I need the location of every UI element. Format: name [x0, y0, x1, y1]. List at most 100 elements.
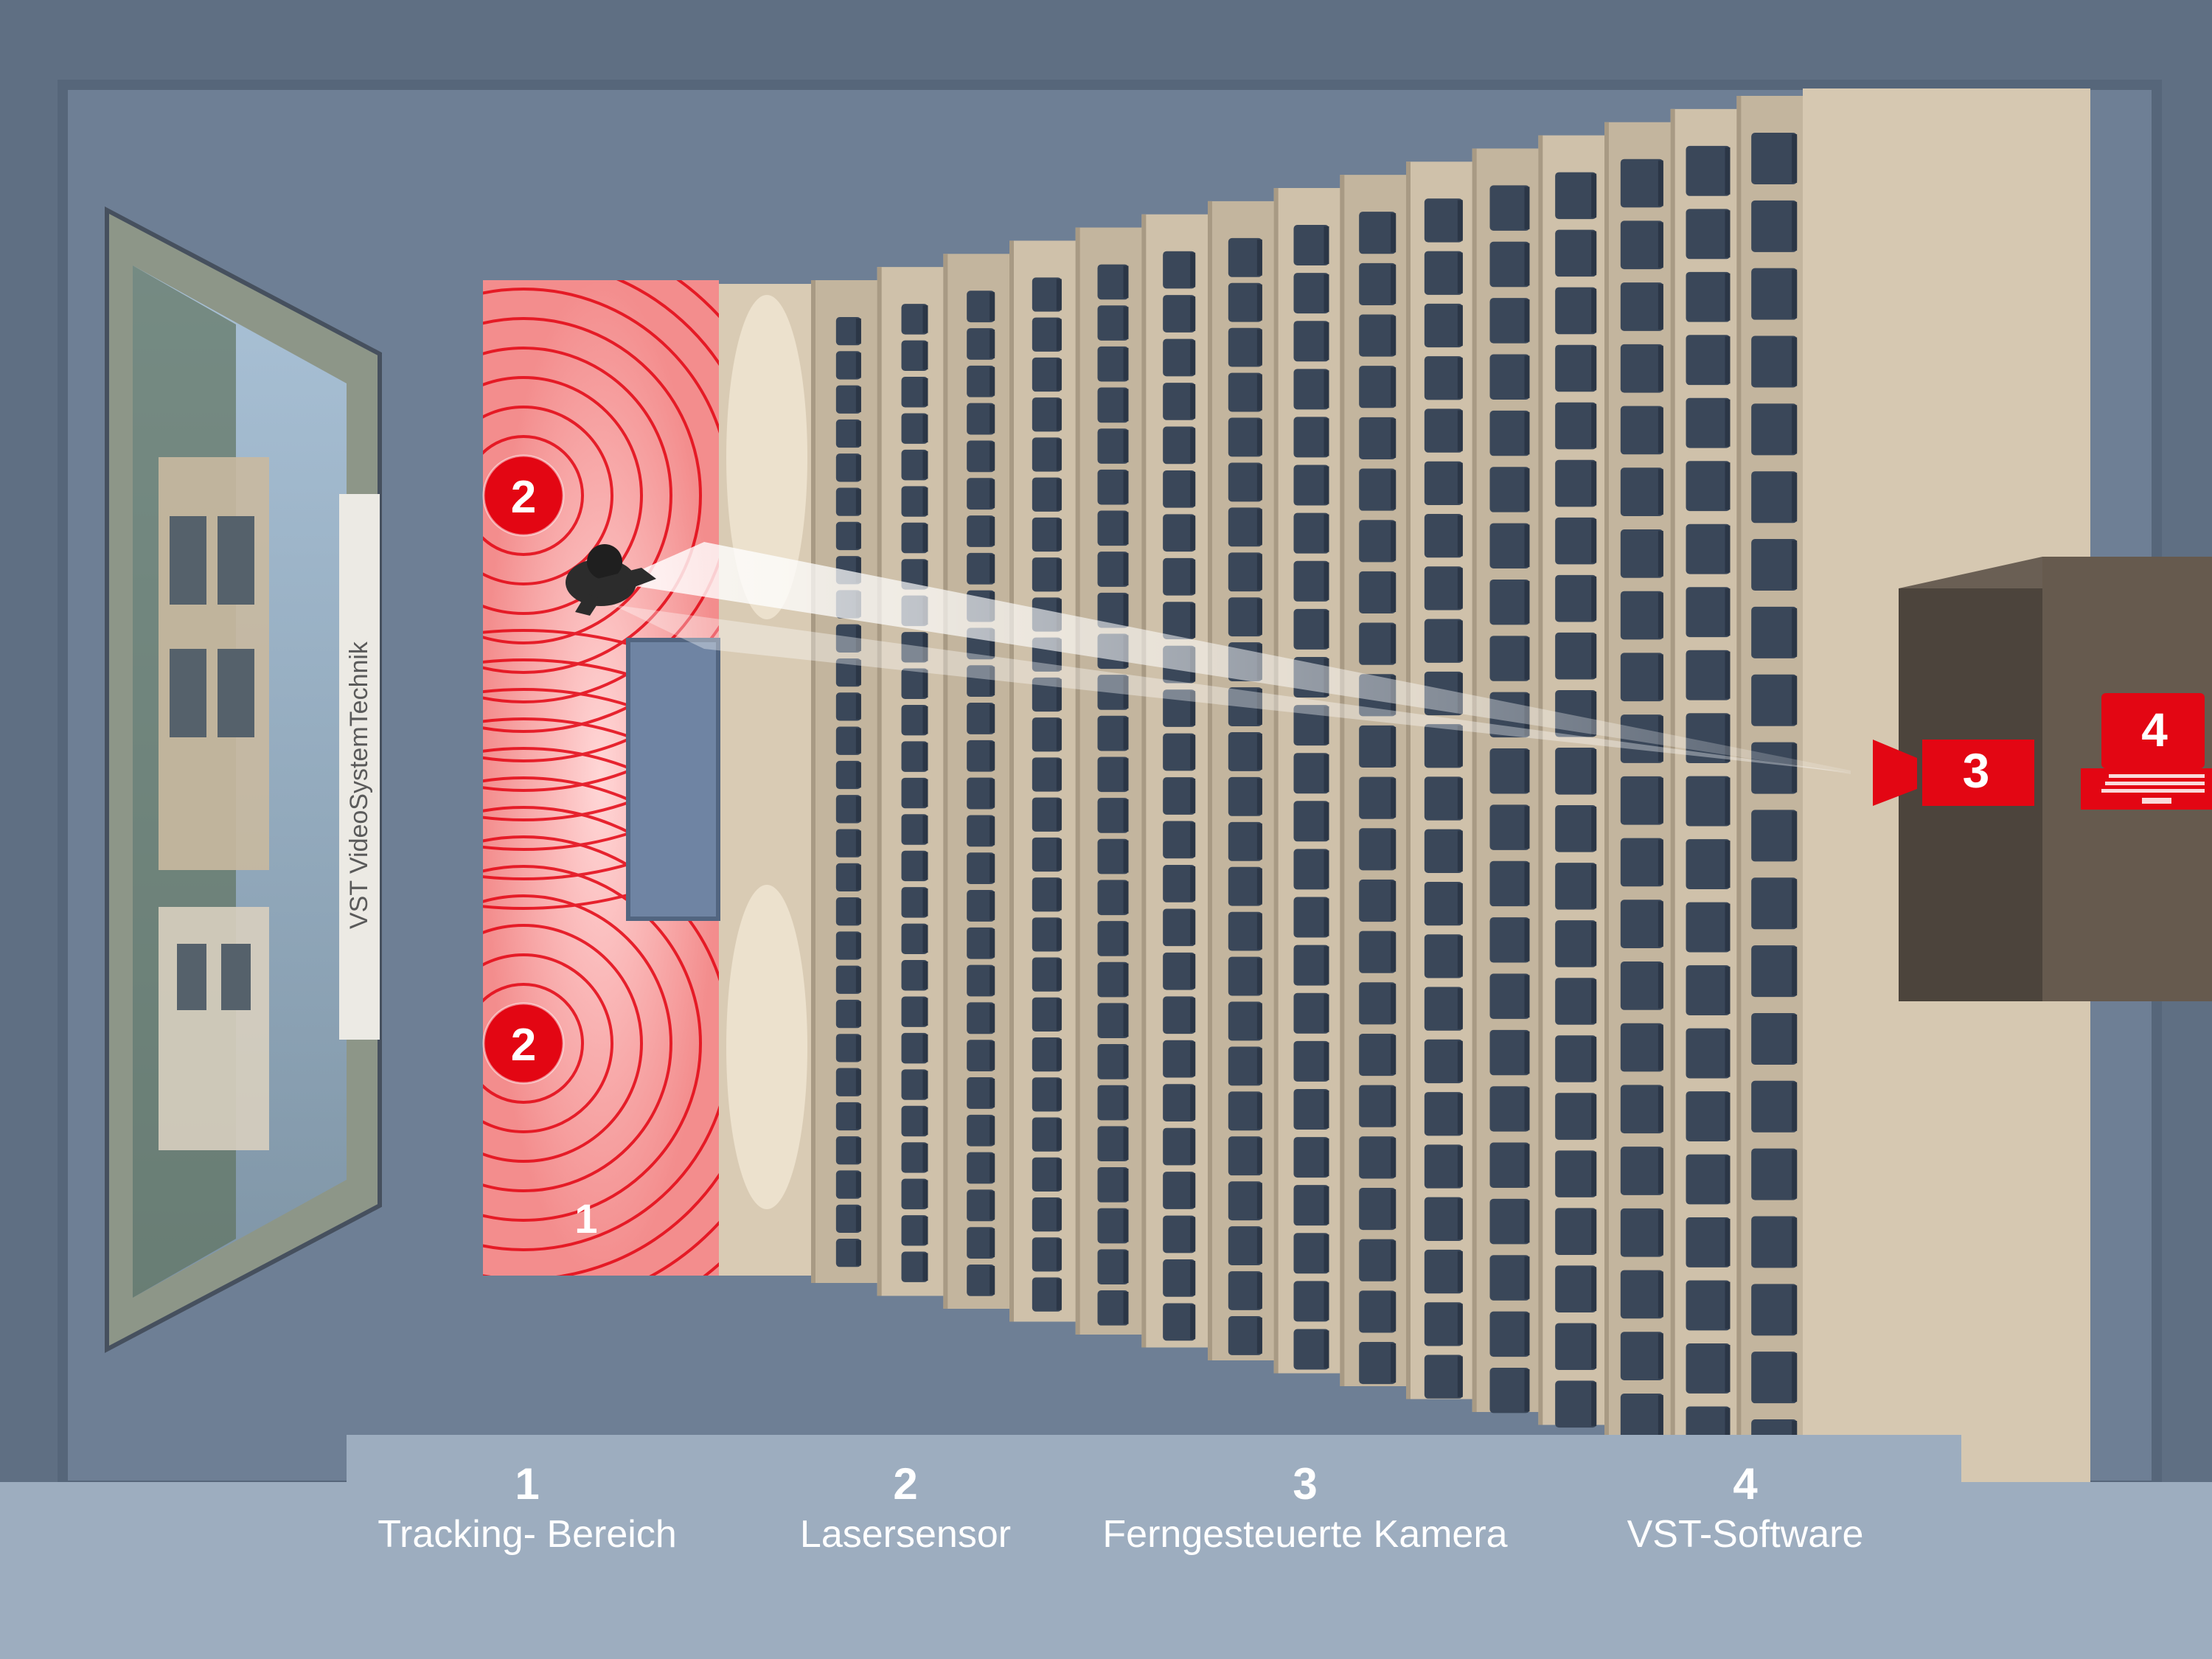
seat	[1163, 996, 1196, 1034]
seat	[1751, 1216, 1798, 1268]
seat	[1097, 387, 1129, 423]
seat-back	[1457, 988, 1463, 1029]
seat-back	[1725, 903, 1731, 951]
seat-back	[1391, 778, 1397, 818]
tier-step-edge	[1472, 148, 1477, 1412]
seat-back	[1524, 468, 1530, 511]
seat-back	[1190, 471, 1196, 507]
sensor-ring	[483, 688, 719, 751]
seat	[1293, 992, 1329, 1034]
seat-back	[1256, 509, 1262, 546]
legend-item-remote-camera: 3 Ferngesteuerte Kamera	[1077, 1460, 1534, 1560]
seat-back	[922, 925, 928, 953]
seat-back	[1792, 608, 1798, 657]
seat	[1620, 838, 1663, 887]
seat-back	[1591, 691, 1597, 736]
seat	[1163, 865, 1196, 902]
seat	[1097, 1208, 1129, 1244]
seat	[1620, 591, 1663, 640]
seat	[1555, 459, 1597, 507]
seat-back	[1056, 919, 1062, 950]
laser-sensor-top-number: 2	[511, 472, 536, 523]
seat	[1686, 902, 1731, 953]
seat-back	[1256, 419, 1262, 456]
tier-step-edge	[877, 267, 882, 1296]
seat	[1555, 574, 1597, 622]
seat	[1228, 372, 1262, 412]
seat-back	[922, 560, 928, 588]
seat	[1032, 1117, 1062, 1152]
seat-back	[1658, 407, 1663, 453]
seat	[1686, 271, 1731, 322]
seat-back	[1391, 264, 1397, 304]
seat	[1032, 957, 1062, 992]
seat	[1293, 608, 1329, 650]
seat-back	[1190, 1304, 1196, 1340]
legend-number: 4	[1733, 1459, 1758, 1509]
seat	[1686, 1028, 1731, 1079]
seat	[1555, 1208, 1597, 1255]
seat	[1032, 917, 1062, 952]
seat	[1359, 417, 1397, 459]
seat-back	[1457, 1040, 1463, 1082]
seat-back	[1190, 691, 1196, 726]
seat-back	[855, 967, 861, 992]
seat-back	[1324, 706, 1329, 745]
seat	[1097, 1085, 1129, 1121]
seat	[1032, 1197, 1062, 1232]
tier-step-edge	[1141, 214, 1147, 1348]
seat-back	[1391, 1240, 1397, 1280]
seat	[835, 1068, 861, 1096]
seat-back	[855, 694, 861, 720]
seat-back	[1524, 806, 1530, 849]
seat-back	[855, 319, 861, 344]
seat-back	[1591, 231, 1597, 276]
seat-back	[922, 451, 928, 479]
seat-back	[990, 966, 995, 995]
seat	[835, 385, 861, 414]
seat	[1489, 523, 1530, 569]
seat-back	[1056, 319, 1062, 350]
seat	[1489, 1029, 1530, 1076]
seat-back	[1056, 399, 1062, 431]
seat	[1359, 212, 1397, 254]
seat	[1097, 1249, 1129, 1284]
seat-back	[990, 667, 995, 696]
seat	[1097, 552, 1129, 587]
seat	[967, 927, 995, 959]
seat	[1424, 1039, 1463, 1084]
seat-back	[922, 706, 928, 734]
sensor-ring	[483, 714, 719, 792]
seat	[1228, 1001, 1262, 1041]
seat	[1686, 1091, 1731, 1141]
seat	[1620, 529, 1663, 578]
seat-back	[1056, 439, 1062, 470]
seat-back	[1457, 568, 1463, 609]
seat-back	[1391, 1086, 1397, 1126]
seat	[1555, 1035, 1597, 1082]
seat-back	[1658, 592, 1663, 639]
seat	[901, 887, 928, 918]
seat	[1489, 1255, 1530, 1301]
seat-back	[1591, 1382, 1597, 1427]
seat-back	[1725, 525, 1731, 573]
seat-back	[855, 420, 861, 447]
seat-back	[1256, 239, 1262, 276]
seat	[901, 1251, 928, 1282]
seat	[835, 1170, 861, 1199]
seat	[835, 521, 861, 551]
seat	[967, 1002, 995, 1034]
seat-back	[855, 899, 861, 925]
seat-back	[1190, 734, 1196, 770]
seat	[967, 1152, 995, 1184]
seat	[967, 1040, 995, 1072]
seat-back	[1256, 823, 1262, 860]
seat-back	[1725, 714, 1731, 762]
seat-back	[855, 796, 861, 822]
tier-step-edge	[1273, 188, 1279, 1374]
seat-back	[1658, 1209, 1663, 1256]
seat	[1032, 877, 1062, 912]
seat-back	[1658, 1148, 1663, 1194]
seat	[1359, 314, 1397, 357]
seat-back	[1123, 922, 1129, 955]
